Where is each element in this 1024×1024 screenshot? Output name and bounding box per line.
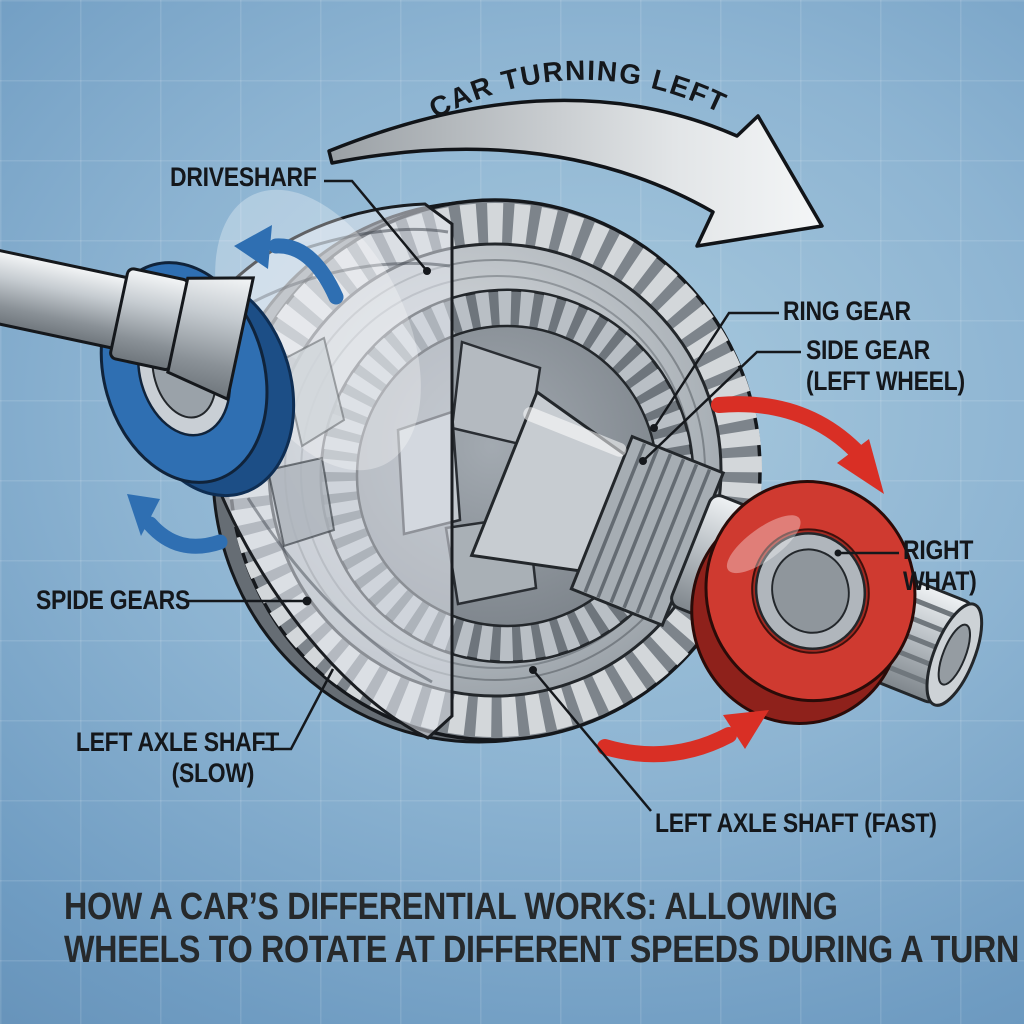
car-turning-arrow-icon <box>327 98 824 248</box>
driveshaft-label: DRIVESHARF <box>170 162 343 193</box>
left-axle-slow-label: LEFT AXLE SHAFT (SLOW) <box>40 727 279 789</box>
left-axle-fast-label-text: LEFT AXLE SHAFT (FAST) <box>655 808 937 838</box>
spider-gears-internal <box>266 336 346 548</box>
left-axle-slow-line1: LEFT AXLE SHAFT <box>75 727 279 757</box>
ring-gear-label-text: RING GEAR <box>783 296 911 326</box>
right-bearing-red <box>690 480 917 725</box>
driveshaft-shaft <box>0 247 256 402</box>
left-axle-fast-label: LEFT AXLE SHAFT (FAST) <box>655 808 986 839</box>
red-rotation-arrow-top-icon <box>711 396 884 494</box>
leader-dots <box>302 267 842 674</box>
spider-gears-label: SPIDE GEARS <box>36 585 217 616</box>
right-wheel-label: RIGHT WHAT) <box>903 535 989 597</box>
side-gear-label: SIDE GEAR (LEFT WHEEL) <box>806 335 993 397</box>
left-axle-slow-line2: (SLOW) <box>171 758 254 788</box>
red-rotation-arrow-bottom-icon <box>597 710 769 763</box>
diagram-caption: HOW A CAR’S DIFFERENTIAL WORKS: ALLOWING… <box>64 886 1024 972</box>
caption-line1: HOW A CAR’S DIFFERENTIAL WORKS: ALLOWING <box>64 886 838 928</box>
right-wheel-label-line2: WHAT) <box>903 566 977 596</box>
blue-rotation-arrow-bottom-icon <box>127 494 228 554</box>
side-gear-label-line1: SIDE GEAR <box>806 335 930 365</box>
spider-gears-label-text: SPIDE GEARS <box>36 585 191 615</box>
driveshaft-label-text: DRIVESHARF <box>170 162 317 192</box>
leader-lines <box>186 179 899 812</box>
blue-rotation-arrow-top-icon <box>234 225 344 305</box>
side-gear-label-line2: (LEFT WHEEL) <box>806 366 965 396</box>
right-wheel-label-line1: RIGHT <box>903 535 974 565</box>
caption-line2: WHEELS TO ROTATE AT DIFFERENT SPEEDS DUR… <box>64 929 1020 971</box>
ring-gear-label: RING GEAR <box>783 296 933 327</box>
